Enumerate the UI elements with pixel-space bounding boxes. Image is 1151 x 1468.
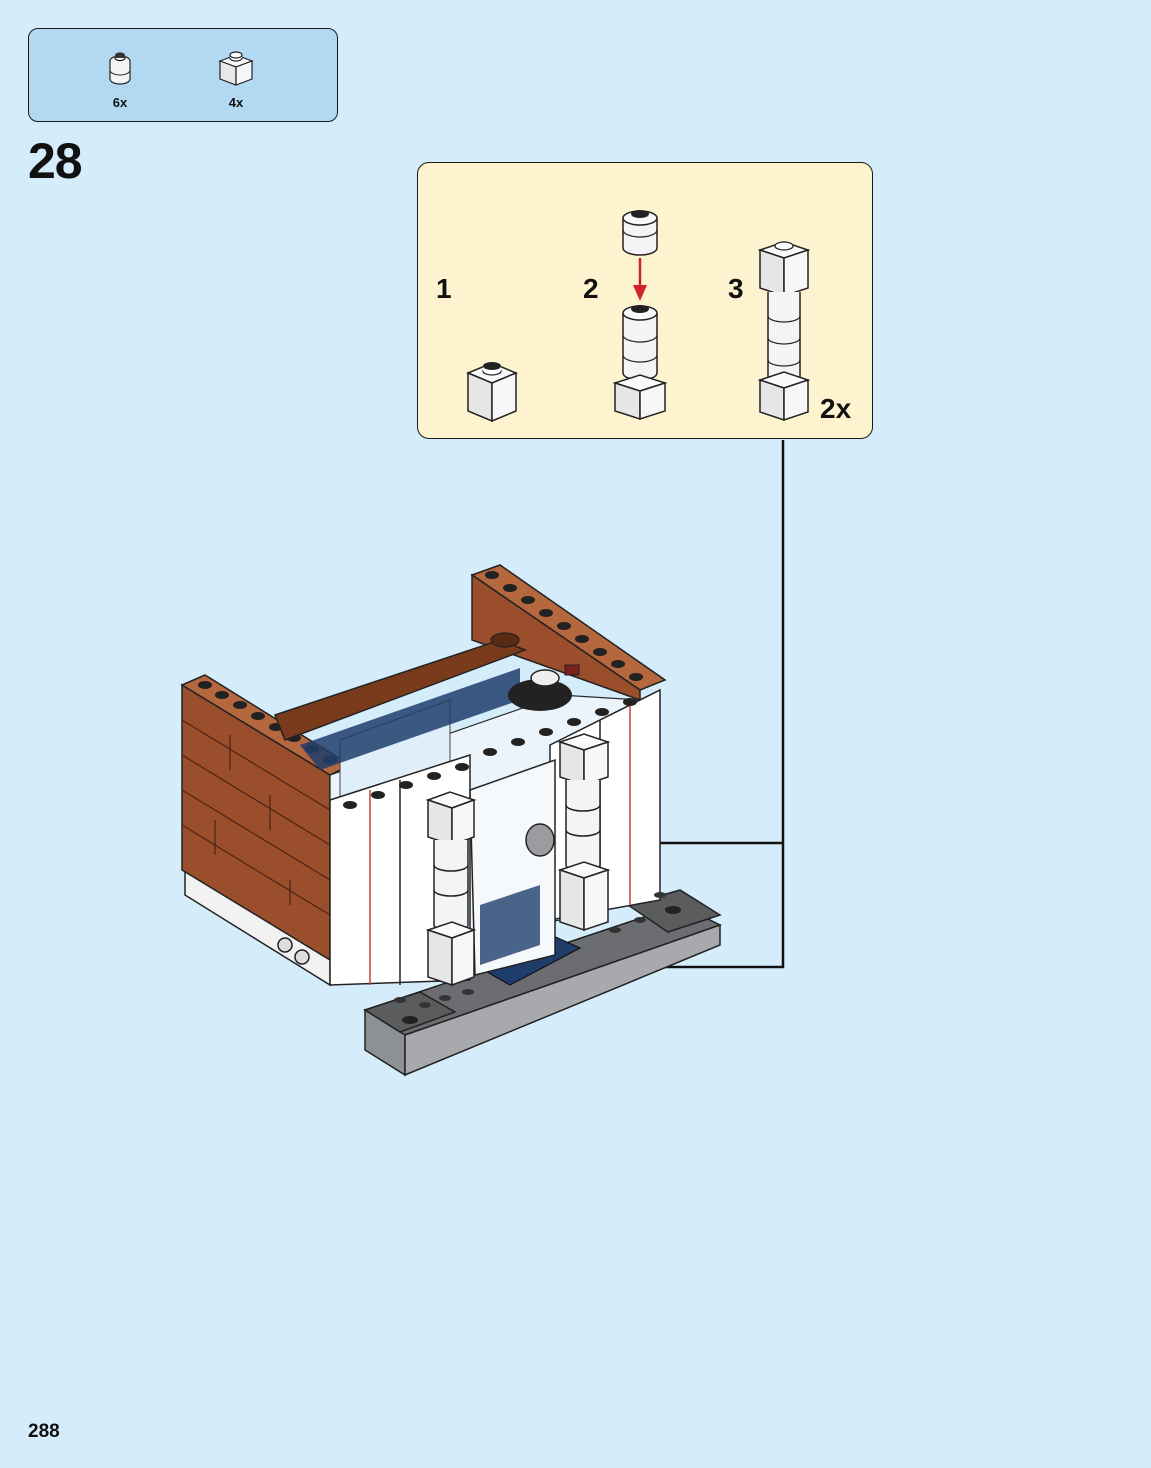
page-number: 288	[28, 1421, 60, 1443]
left-front-pillar	[428, 792, 474, 985]
